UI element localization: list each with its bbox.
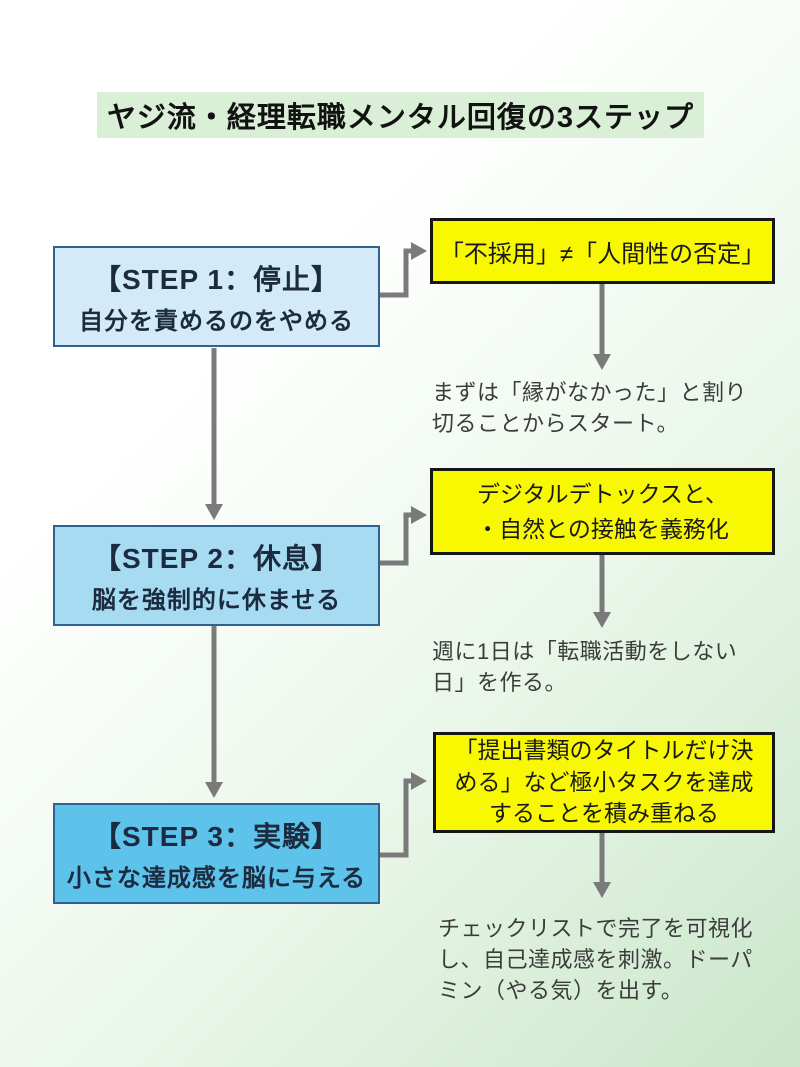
step-3-callout-text: 「提出書類のタイトルだけ決 める」など極小タスクを達成 することを積み重ねる [454,736,754,827]
step-1-callout-box: 「不採用」≠「人間性の否定」 [430,218,775,284]
step-2-box: 【STEP 2：休息】 脳を強制的に休ませる [53,525,380,626]
arrow-step2-to-callout2 [380,506,427,566]
step-1-note-text: まずは「縁がなかった」と割り 切ることからスタート。 [432,380,748,437]
step-3-callout-box: 「提出書類のタイトルだけ決 める」など極小タスクを達成 することを積み重ねる [433,732,775,833]
step-2-heading: 【STEP 2：休息】 [93,542,340,574]
step-1-subheading: 自分を責めるのをやめる [79,307,354,335]
step-3-heading: 【STEP 3：実験】 [93,820,340,852]
step-1-box: 【STEP 1：停止】 自分を責めるのをやめる [53,246,380,347]
step-2-subheading: 脳を強制的に休ませる [91,586,342,614]
arrow-step1-to-callout1 [380,242,427,298]
step-2-callout-box: デジタルデトックスと、 ・自然との接触を義務化 [430,468,775,555]
step-1-callout-text: 「不採用」≠「人間性の否定」 [439,240,766,268]
step-3-note-text: チェックリストで完了を可視化 し、自己達成感を刺激。ドーパ ミン（やる気）を出す… [438,916,754,1004]
step-3-subheading: 小さな達成感を脳に与える [66,864,367,892]
step-2-note-text: 週に1日は「転職活動をしない 日」を作る。 [432,639,738,696]
step-2-callout-text: デジタルデトックスと、 ・自然との接触を義務化 [476,481,729,542]
arrow-step3-to-callout3 [380,772,427,858]
step-1-heading: 【STEP 1：停止】 [93,263,340,295]
diagram-title: ヤジ流・経理転職メンタル回復の3ステップ [97,92,704,138]
step-3-box: 【STEP 3：実験】 小さな達成感を脳に与える [53,803,380,904]
